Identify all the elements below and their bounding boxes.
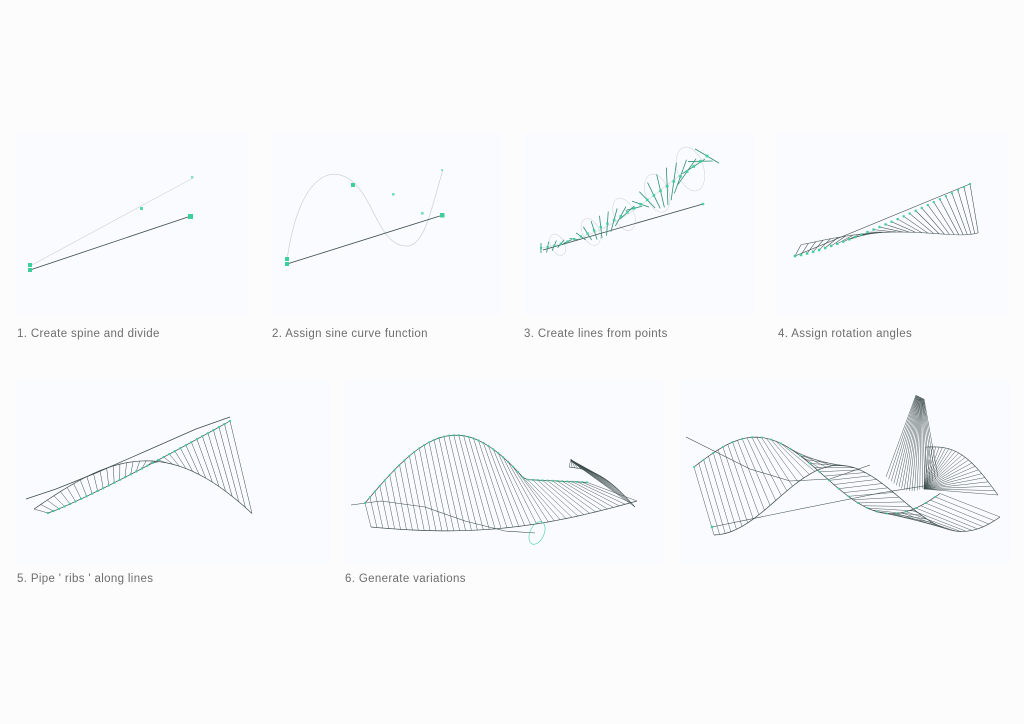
spine-and-divide-diagram (28, 176, 194, 272)
panel-assign-rotation-angles (777, 134, 1008, 314)
caption-step-3: 3. Create lines from points (524, 328, 668, 340)
variations-diagram (350, 434, 638, 545)
sine-curve-diagram (285, 169, 445, 266)
panel-create-lines-from-points (523, 134, 754, 314)
caption-step-1: 1. Create spine and divide (17, 328, 160, 340)
variations-diagram-alternate (685, 394, 1001, 536)
rotation-angles-diagram (793, 183, 979, 258)
panel-generate-variations (345, 381, 663, 563)
panel-create-spine-and-divide (16, 134, 247, 314)
caption-step-5: 5. Pipe ' ribs ' along lines (17, 573, 154, 585)
caption-step-4: 4. Assign rotation angles (778, 328, 913, 340)
piped-ribs-diagram (25, 416, 253, 515)
caption-step-2: 2. Assign sine curve function (272, 328, 428, 340)
lines-from-points-diagram (539, 146, 720, 256)
caption-step-6: 6. Generate variations (345, 573, 466, 585)
panel-assign-sine-curve-function (271, 134, 502, 314)
panel-pipe-ribs-along-lines (16, 381, 330, 563)
panel-generate-variations-alternate (680, 381, 1010, 563)
